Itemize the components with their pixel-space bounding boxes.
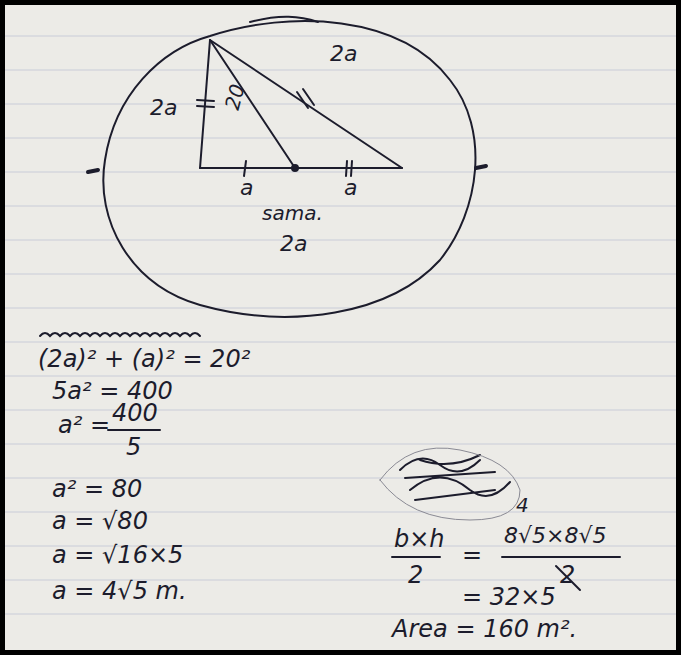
answer-line: Area = 160 m². — [392, 616, 577, 642]
fraction-numerator: b×h — [394, 526, 445, 552]
equation-line: a = 4√5 m. — [52, 578, 187, 604]
fraction-denominator: 5 — [126, 434, 141, 460]
equation-line: a² = 80 — [52, 476, 142, 502]
equation-line: a = √16×5 — [52, 542, 183, 568]
fraction-denominator: 2 — [408, 562, 423, 588]
segment-label: a — [344, 176, 357, 200]
fraction-numerator: 400 — [112, 400, 158, 426]
side-label: 2a — [150, 96, 177, 120]
side-label: 2a — [330, 42, 357, 66]
equals-sign: = — [462, 542, 482, 568]
circle-figure — [88, 17, 486, 317]
ruled-lines — [0, 36, 681, 614]
photo-frame — [3, 3, 679, 653]
equation-line: = 32×5 — [462, 584, 556, 610]
equation-line: a² = — [58, 412, 110, 438]
fraction-numerator: 8√5×8√5 — [504, 524, 606, 548]
fraction-denominator: 2 — [560, 562, 575, 588]
length-label: 2a — [280, 232, 307, 256]
median-label: 20 — [221, 82, 249, 112]
equation-line: (2a)² + (a)² = 20² — [38, 346, 250, 372]
equation-line: a = √80 — [52, 508, 148, 534]
note-label: sama. — [262, 202, 323, 224]
cancel-note: 4 — [516, 494, 529, 516]
segment-label: a — [240, 176, 253, 200]
